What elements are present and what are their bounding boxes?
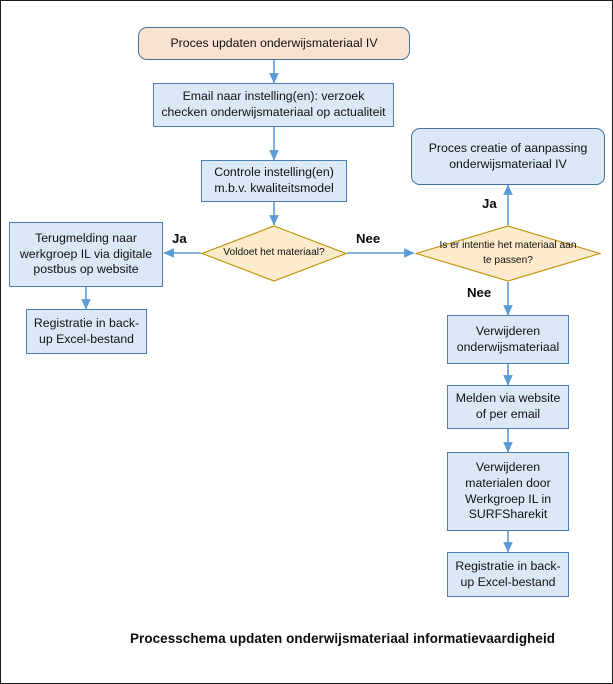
node-decision-intentie-aanpassen[interactable]: Is er intentie het materiaal aan te pass… [415, 225, 601, 282]
node-label: Melden via website of per email [455, 391, 561, 421]
node-label: Registratie in back-up Excel-bestand [455, 558, 561, 589]
node-start-proces-updaten[interactable]: Proces updaten onderwijsmateriaal IV [138, 27, 410, 60]
node-label: Terugmelding naar werkgroep IL via digit… [19, 230, 153, 277]
edge-label-ja-left: Ja [172, 231, 187, 246]
node-label: Proces updaten onderwijsmateriaal IV [170, 35, 378, 50]
node-label: Voldoet het materiaal? [223, 247, 325, 259]
node-email-naar-instelling[interactable]: Email naar instelling(en): verzoek check… [153, 83, 394, 127]
node-proces-creatie-aanpassing[interactable]: Proces creatie of aanpassing onderwijsma… [411, 128, 605, 185]
edge-label-ja-right: Ja [482, 196, 497, 211]
node-label: Verwijderen onderwijsmateriaal [456, 323, 560, 354]
node-label: Verwijderen materialen door Werkgroep IL… [464, 460, 552, 522]
node-registratie-backup-left[interactable]: Registratie in back-up Excel-bestand [26, 309, 147, 354]
node-verwijderen-surfsharekit[interactable]: Verwijderen materialen door Werkgroep IL… [447, 452, 569, 531]
edge-label-nee-right: Nee [467, 285, 492, 300]
node-decision-voldoet-materiaal[interactable]: Voldoet het materiaal? [201, 225, 347, 282]
node-terugmelding-werkgroep[interactable]: Terugmelding naar werkgroep IL via digit… [9, 222, 163, 287]
node-verwijderen-onderwijsmateriaal[interactable]: Verwijderen onderwijsmateriaal [447, 315, 569, 364]
diamond-shape [201, 225, 347, 282]
node-melden-via-website[interactable]: Melden via website of per email [447, 385, 569, 429]
node-label: Is er intentie het materiaal aan te pass… [439, 240, 577, 266]
node-label: Email naar instelling(en): verzoek check… [161, 89, 386, 119]
node-label: Controle instelling(en) m.b.v. kwaliteit… [214, 165, 334, 195]
diamond-shape [415, 225, 601, 282]
node-registratie-backup-right[interactable]: Registratie in back-up Excel-bestand [447, 552, 569, 597]
diagram-caption: Processchema updaten onderwijsmateriaal … [130, 631, 556, 646]
node-label: Proces creatie of aanpassing onderwijsma… [428, 140, 588, 171]
node-controle-instelling[interactable]: Controle instelling(en) m.b.v. kwaliteit… [201, 160, 347, 202]
node-label: Registratie in back-up Excel-bestand [33, 315, 140, 346]
edge-label-nee-middle: Nee [356, 231, 381, 246]
